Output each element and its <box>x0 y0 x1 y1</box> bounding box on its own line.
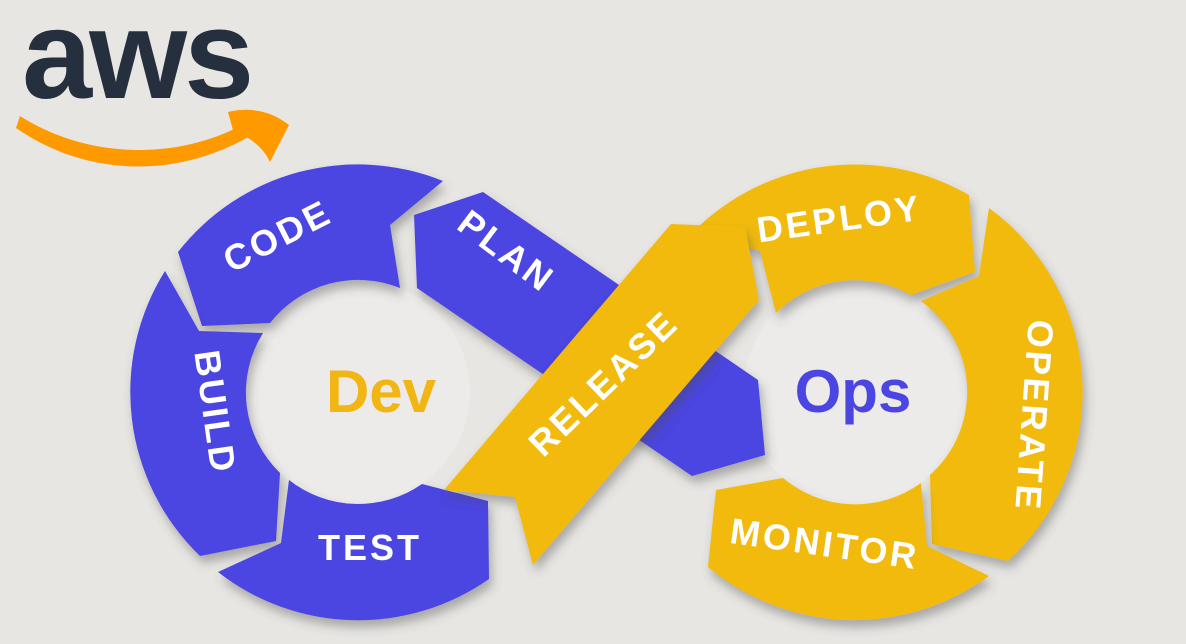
segment-deploy <box>694 164 975 313</box>
dev-inner-circle <box>246 280 470 504</box>
label-test: TEST <box>318 527 422 568</box>
ops-center-label: Ops <box>795 358 912 425</box>
aws-logo: aws <box>16 0 289 167</box>
segment-release <box>444 224 759 565</box>
segment-code <box>178 164 443 326</box>
segment-build <box>130 271 280 556</box>
segment-monitor <box>708 478 989 621</box>
dev-center-label: Dev <box>326 358 437 425</box>
amazon-smile-icon <box>16 109 289 167</box>
aws-logo-text: aws <box>22 0 251 125</box>
ops-inner-circle <box>743 280 967 504</box>
segment-test <box>218 480 489 621</box>
segment-operate <box>921 208 1083 561</box>
